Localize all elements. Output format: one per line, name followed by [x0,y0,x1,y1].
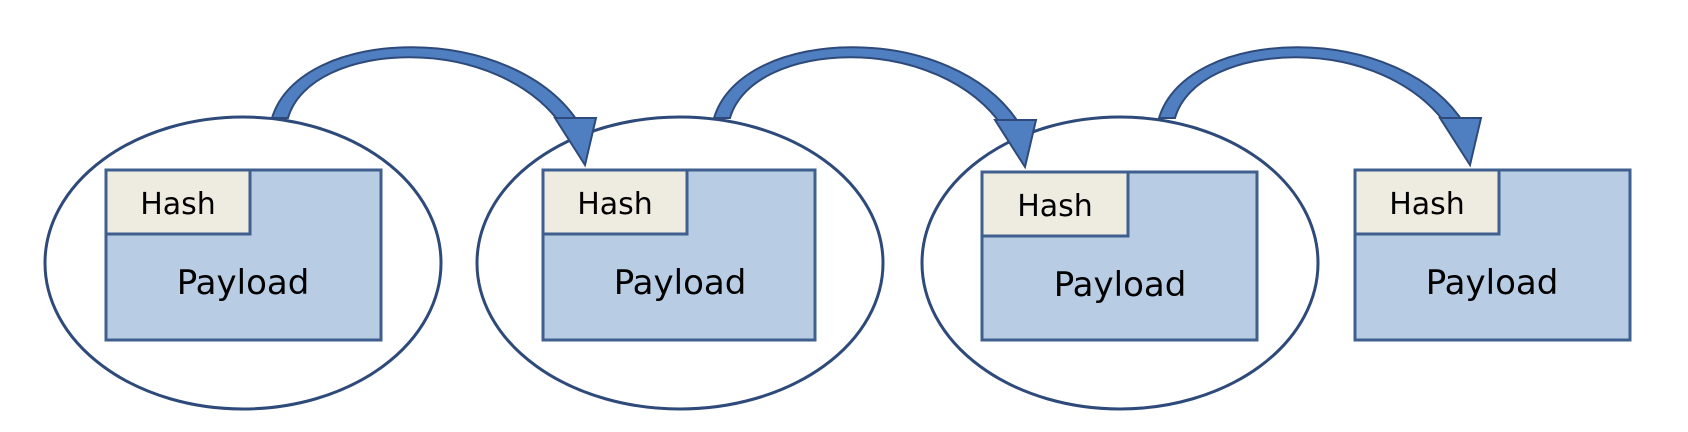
block-enclosure-ellipse-2 [475,115,885,411]
block-4: Hash Payload [1353,168,1632,342]
curved-arrow-shaft [1157,46,1467,132]
hash-box [1353,168,1501,236]
hash-box [541,168,689,236]
payload-label: Payload [177,263,310,303]
block-1: Hash Payload [104,168,383,342]
hash-box [980,170,1130,238]
payload-label: Payload [614,263,747,303]
arrow-head-icon [553,117,598,168]
hash-box [104,168,252,236]
block-3: Hash Payload [980,170,1259,342]
hash-label: Hash [577,187,653,222]
block-enclosure-ellipse-3 [920,115,1320,411]
curved-arrow-shaft [270,46,582,132]
block-enclosure-ellipse-1 [43,115,443,411]
hash-label: Hash [140,187,216,222]
block-2: Hash Payload [541,168,817,342]
payload-label: Payload [1426,263,1559,303]
arrow-head-icon [1438,117,1483,168]
hash-label: Hash [1017,189,1093,224]
link-arrow-2-to-3 [712,46,1038,170]
hash-label: Hash [1389,187,1465,222]
link-arrow-3-to-4 [1157,46,1483,168]
arrow-head-icon [993,119,1038,170]
payload-label: Payload [1054,265,1187,305]
curved-arrow-shaft [712,46,1022,132]
link-arrow-1-to-2 [270,46,598,168]
